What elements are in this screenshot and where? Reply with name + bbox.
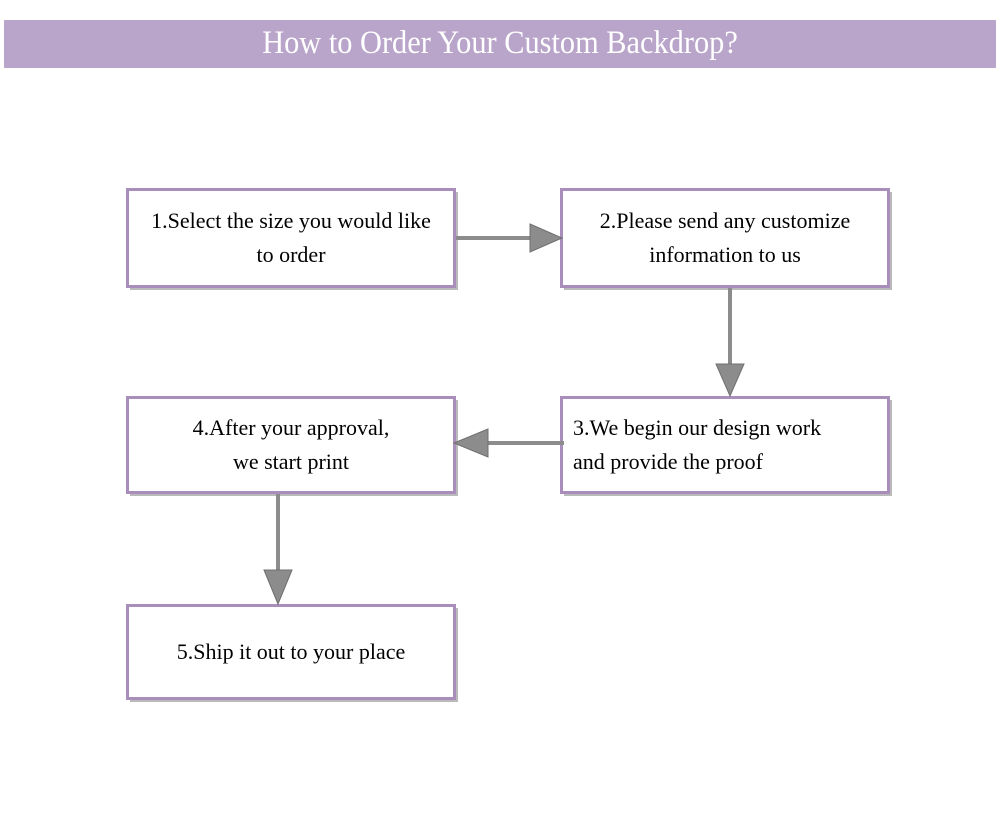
flow-step-2-box: 2.Please send any customize information … xyxy=(560,188,890,288)
flow-step-4-label: 4.After your approval, we start print xyxy=(192,415,390,474)
arrow-down-icon-step4-to-step5 xyxy=(254,494,302,606)
header-band: How to Order Your Custom Backdrop? xyxy=(4,20,996,68)
arrow-right-icon-step1-to-step2 xyxy=(456,215,564,261)
flow-step-5-label: 5.Ship it out to your place xyxy=(176,639,406,664)
flow-step-2-label: 2.Please send any customize information … xyxy=(599,208,851,267)
flow-step-3-box: 3.We begin our design work and provide t… xyxy=(560,396,890,494)
page-title: How to Order Your Custom Backdrop? xyxy=(262,25,738,61)
flow-step-4-box: 4.After your approval, we start print xyxy=(126,396,456,494)
arrow-left-icon-step3-to-step4 xyxy=(452,420,564,466)
arrow-down-icon-step2-to-step3 xyxy=(706,288,754,398)
flow-step-1-box: 1.Select the size you would like to orde… xyxy=(126,188,456,288)
flow-step-3-label: 3.We begin our design work and provide t… xyxy=(573,415,822,474)
flow-step-5-box: 5.Ship it out to your place xyxy=(126,604,456,700)
flow-step-1-label: 1.Select the size you would like to orde… xyxy=(151,208,431,267)
